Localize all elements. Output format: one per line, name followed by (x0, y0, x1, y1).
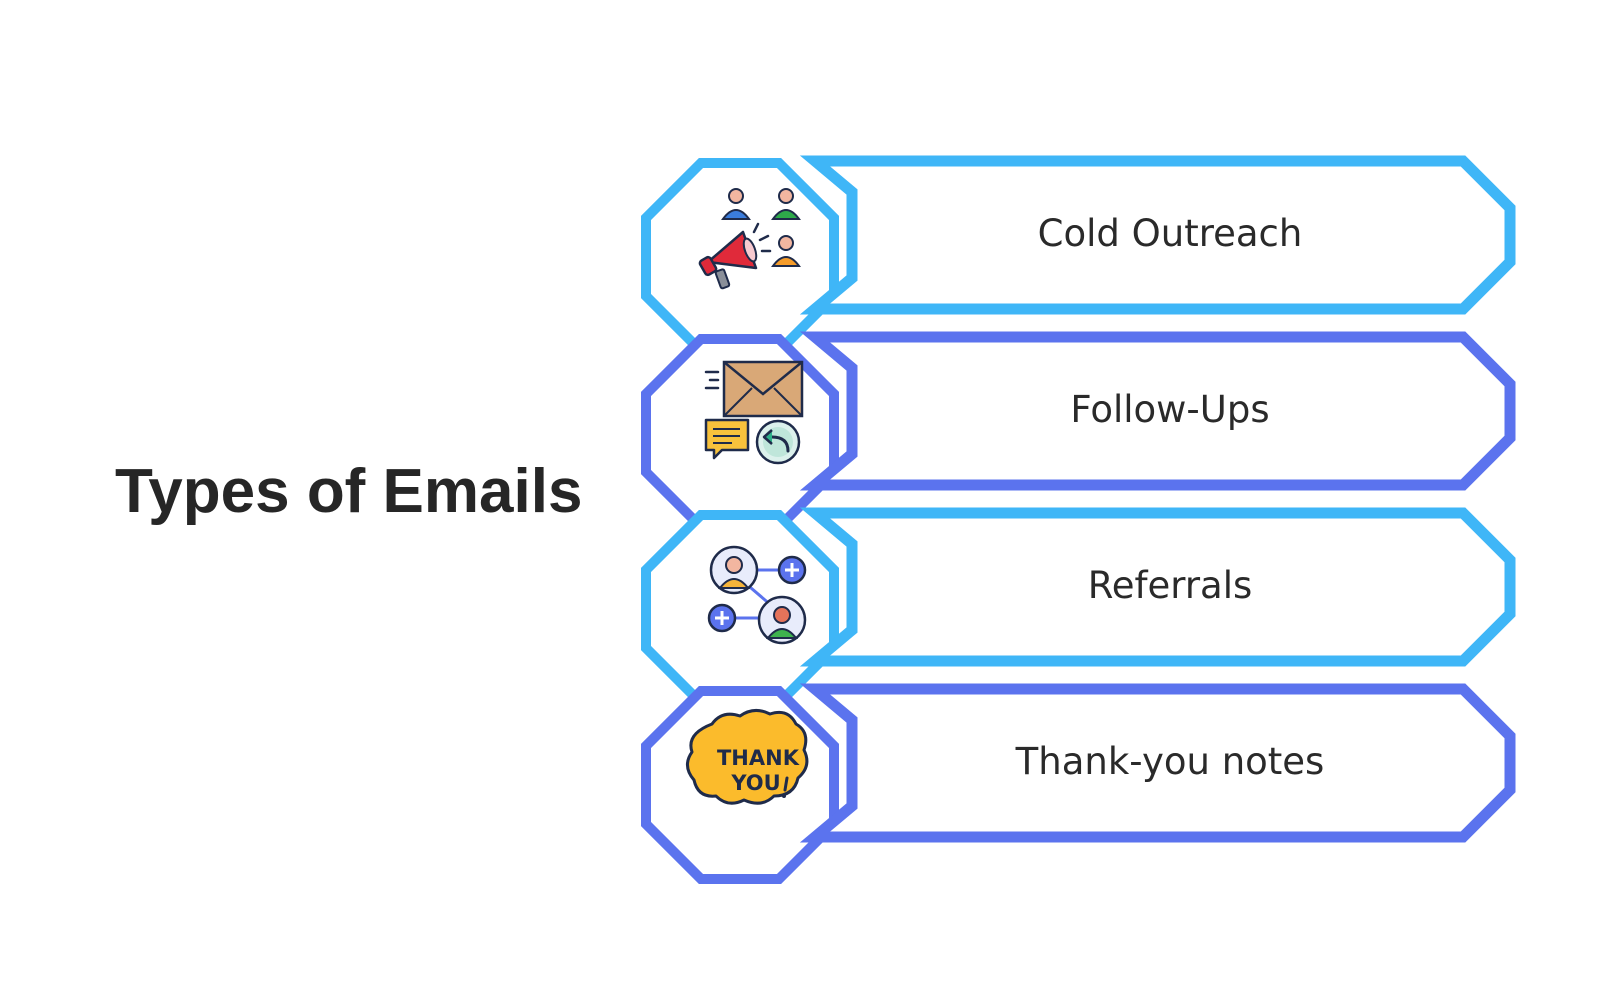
item-label: Follow-Ups (1070, 388, 1269, 431)
item-referrals: Referrals (641, 507, 1516, 708)
item-label: Thank-you notes (1015, 740, 1325, 783)
you-text: YOU (730, 771, 780, 795)
icon-octagon (641, 510, 839, 708)
item-label: Cold Outreach (1038, 212, 1303, 255)
thank-text: THANK (717, 746, 800, 770)
item-label: Referrals (1088, 564, 1253, 607)
megaphone-people-icon (698, 188, 801, 290)
item-cold-outreach: Cold Outreach (641, 155, 1516, 356)
label-banner (799, 155, 1516, 315)
item-follow-ups: Follow-Ups (641, 331, 1516, 532)
label-banner (799, 507, 1516, 667)
label-banner (799, 683, 1516, 843)
item-thank-you-notes: Thank-you notes THANK YOU (641, 683, 1516, 884)
envelope-reply-icon (704, 360, 804, 465)
label-banner (799, 331, 1516, 491)
referral-network-icon (707, 545, 807, 645)
diagram-title: Types of Emails (115, 457, 582, 526)
thank-you-bubble-icon: THANK YOU (686, 709, 809, 805)
